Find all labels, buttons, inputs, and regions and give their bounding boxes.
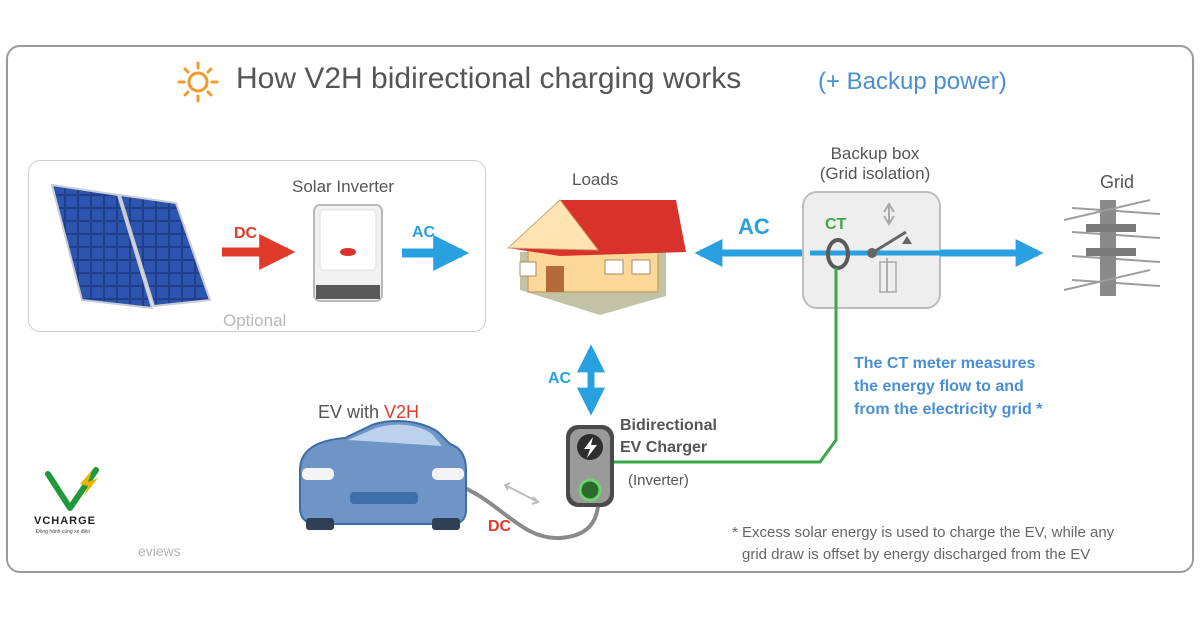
ev-label-prefix: EV with — [318, 402, 385, 422]
dc-label-ev: DC — [488, 518, 512, 535]
ac-label-house-charger: AC — [548, 370, 572, 387]
sun-icon — [177, 61, 219, 103]
ct-meter-note: The CT meter measures the energy flow to… — [854, 352, 1043, 421]
charger-label: Bidirectional EV Charger — [620, 415, 717, 459]
ct-note-line1: The CT meter measures — [854, 355, 1036, 372]
charging-cable — [454, 482, 600, 541]
page-subtitle: (+ Backup power) — [818, 68, 1007, 95]
house-icon — [506, 199, 686, 315]
grid-pole-icon — [1063, 199, 1161, 296]
page-title: How V2H bidirectional charging works — [236, 62, 742, 95]
ct-signal-line — [610, 268, 838, 464]
brand-name: VCHARGE — [34, 515, 97, 527]
charger-label-line2: EV Charger — [620, 439, 708, 456]
dc-label-solar: DC — [234, 225, 258, 242]
backup-box-title: Backup box — [830, 144, 920, 163]
grid-label: Grid — [1100, 172, 1135, 192]
ct-label: CT — [825, 216, 847, 233]
optional-label: Optional — [223, 311, 287, 330]
solar-inverter-icon — [313, 204, 383, 302]
footnote-line2: grid draw is offset by energy discharged… — [742, 546, 1091, 563]
vcharge-logo — [45, 467, 99, 511]
charger-sublabel: (Inverter) — [628, 472, 689, 489]
loads-label: Loads — [572, 170, 619, 189]
backup-box-label: Backup box (Grid isolation) — [815, 144, 935, 184]
ev-label: EV with V2H — [318, 402, 419, 423]
ev-label-v2h: V2H — [384, 402, 420, 422]
footnote: * Excess solar energy is used to charge … — [732, 522, 1114, 566]
ev-charger-icon — [566, 425, 614, 507]
watermark-text: eviews — [138, 543, 181, 559]
ct-note-line3: from the electricity grid * — [854, 401, 1043, 418]
footnote-line1: * Excess solar energy is used to charge … — [732, 524, 1115, 541]
brand-tagline: Đồng hành cùng xe điện — [36, 529, 91, 535]
charger-label-line1: Bidirectional — [620, 417, 717, 434]
backup-box-icon — [802, 191, 941, 309]
ac-label-house-backup: AC — [738, 214, 770, 239]
backup-box-subtitle: (Grid isolation) — [819, 164, 931, 183]
solar-inverter-label: Solar Inverter — [292, 177, 395, 196]
ev-car-icon — [299, 420, 467, 530]
bidirectional-small-arrow — [503, 482, 540, 505]
ac-label-solar: AC — [412, 224, 436, 241]
solar-panel-icon — [50, 183, 212, 310]
solar-optional-group — [28, 160, 486, 332]
ct-note-line2: the energy flow to and — [854, 378, 1024, 395]
